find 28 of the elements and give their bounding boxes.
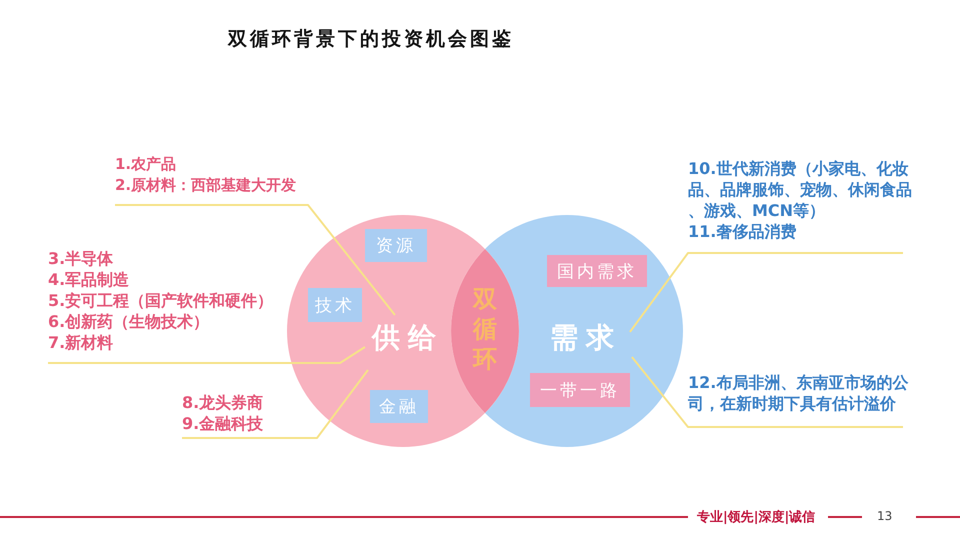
category-tag: 资源 — [365, 229, 427, 262]
callout-text: 4.军品制造 — [48, 269, 130, 290]
category-tag: 金融 — [370, 390, 428, 423]
callout-text: 8.龙头券商 — [182, 392, 264, 413]
leader-line — [48, 346, 366, 364]
lens-title: 双循环 — [472, 284, 498, 374]
leader-line — [631, 356, 903, 428]
callout-text: 12.布局非洲、东南亚市场的公司，在新时期下具有估计溢价 — [688, 372, 910, 414]
slide-title: 双循环背景下的投资机会图鉴 — [228, 27, 514, 52]
callout-text: 5.安可工程（国产软件和硬件） — [48, 290, 274, 311]
category-tag: 一带一路 — [530, 373, 630, 407]
callout-text: 7.新材料 — [48, 332, 114, 353]
leader-line — [115, 204, 396, 316]
circle-title: 需求 — [550, 322, 622, 354]
category-tag: 国内需求 — [547, 255, 647, 287]
circle-title: 供给 — [372, 322, 444, 354]
leader-line — [629, 252, 903, 333]
callout-text: 6.创新药（生物技术） — [48, 311, 210, 332]
leader-line — [182, 369, 369, 439]
callout-text: 1.农产品 — [115, 154, 176, 175]
page-number: 13 — [877, 509, 892, 523]
callout-text: 3.半导体 — [48, 248, 114, 269]
callout-text: 9.金融科技 — [182, 413, 264, 434]
category-tag: 技术 — [308, 288, 362, 322]
callout-text: 2.原材料：西部基建大开发 — [115, 175, 296, 196]
footer-slogan: 专业|领先|深度|诚信 — [697, 508, 816, 526]
callout-text: 11.奢侈品消费 — [688, 221, 796, 242]
callout-text: 10.世代新消费（小家电、化妆品、品牌服饰、宠物、休闲食品、游戏、MCN等） — [688, 158, 913, 221]
